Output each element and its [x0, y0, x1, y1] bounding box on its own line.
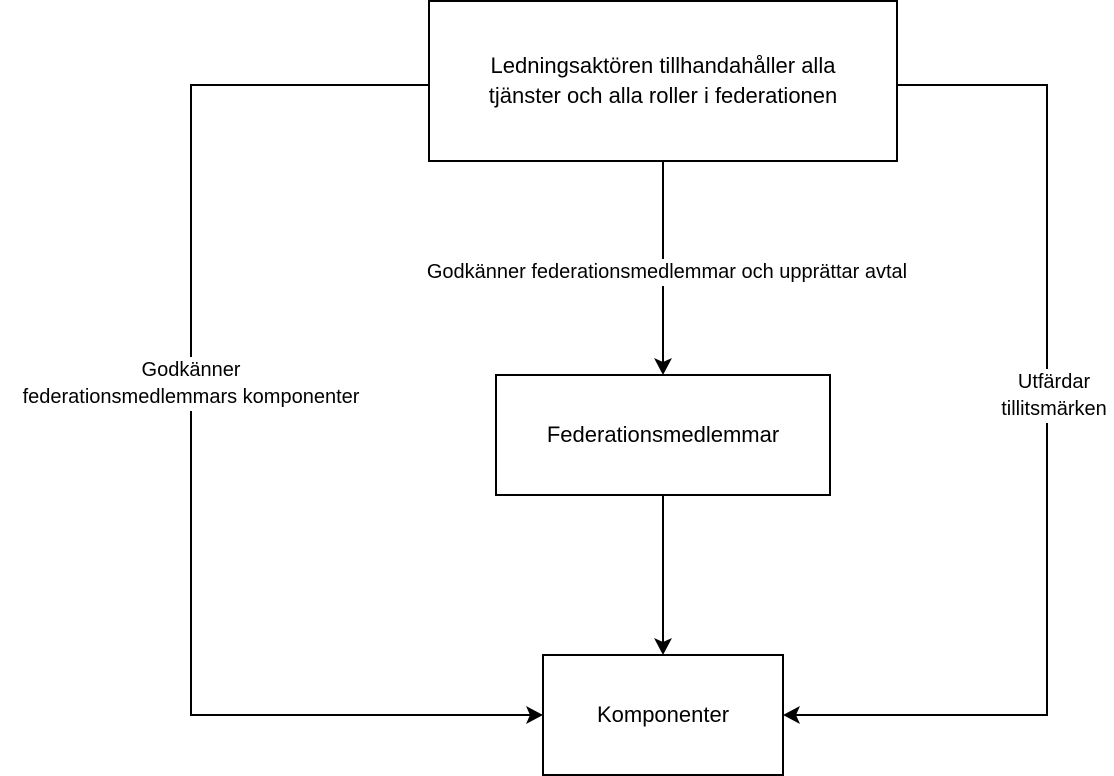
node-ledningsaktoren-line2: tjänster och alla roller i federationen: [488, 83, 838, 108]
edge-label-left-line2: federationsmedlemmars komponenter: [22, 386, 360, 408]
edge-label-top-to-middle-text: Godkänner federationsmedlemmar och upprä…: [426, 261, 908, 283]
node-ledningsaktoren-text: Ledningsaktören tillhandahåller alla tjä…: [489, 51, 838, 111]
node-federationsmedlemmar: Federationsmedlemmar: [495, 374, 831, 496]
node-ledningsaktoren-line1: Ledningsaktören tillhandahåller alla: [490, 53, 836, 78]
edge-label-left-line1: Godkänner: [141, 359, 241, 381]
edge-label-right-line1: Utfärdar: [1017, 371, 1091, 393]
edge-label-top-to-bottom-right: Utfärdar tillitsmärken: [994, 369, 1114, 423]
node-komponenter: Komponenter: [542, 654, 784, 776]
arrowhead-middle-to-bottom: [654, 638, 672, 655]
node-federationsmedlemmar-label: Federationsmedlemmar: [546, 422, 780, 447]
arrowhead-top-to-bottom-right: [783, 706, 800, 724]
edge-label-top-to-bottom-left: Godkänner federationsmedlemmars komponen…: [4, 357, 378, 411]
arrowhead-top-to-bottom-left: [526, 706, 543, 724]
edge-label-top-to-middle: Godkänner federationsmedlemmar och upprä…: [402, 259, 932, 286]
node-komponenter-label: Komponenter: [596, 702, 730, 727]
arrowhead-top-to-middle: [654, 358, 672, 375]
node-ledningsaktoren: Ledningsaktören tillhandahåller alla tjä…: [428, 0, 898, 162]
edge-label-right-line2: tillitsmärken: [1001, 398, 1107, 420]
